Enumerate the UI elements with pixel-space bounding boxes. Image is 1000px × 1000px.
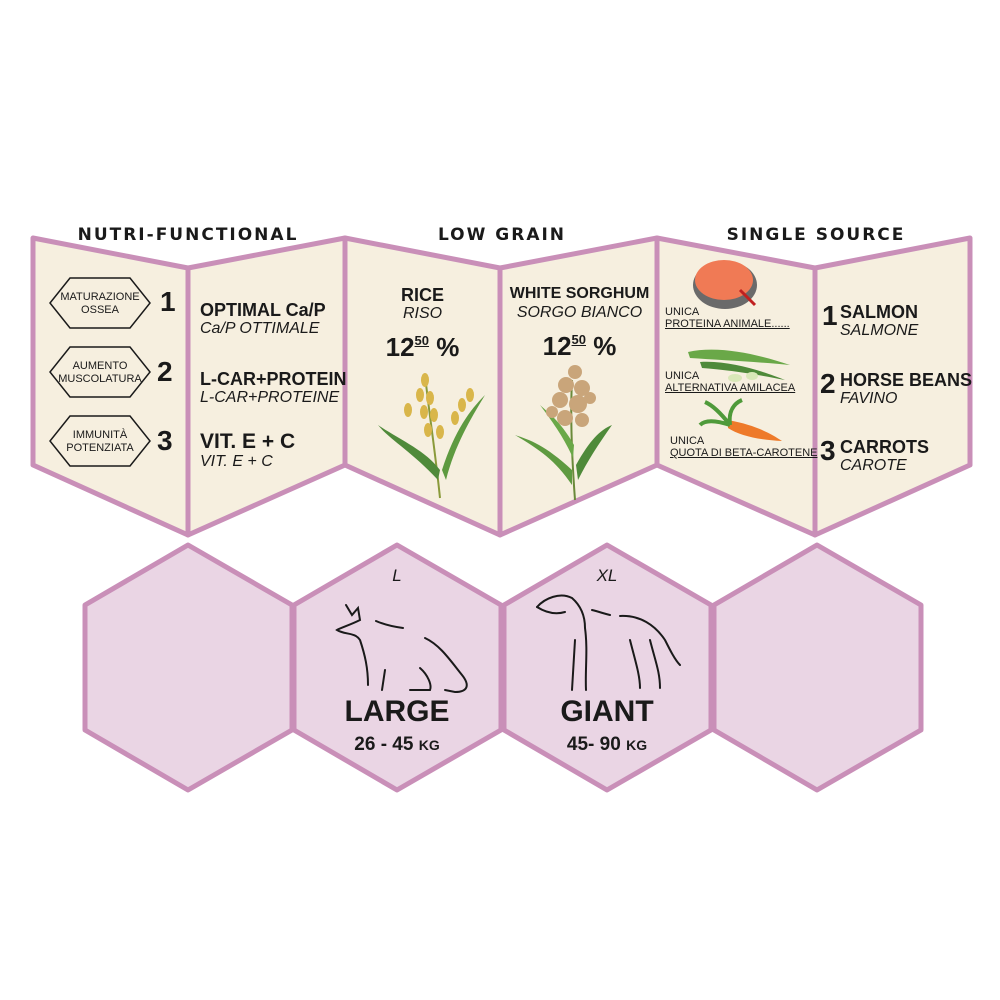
beans-icon [688, 349, 790, 382]
grain-percent: 1250 % [345, 332, 500, 363]
ingredient-en: SALMON [840, 302, 918, 322]
section-title-nutri-functional: NUTRI-FUNCTIONAL [77, 225, 299, 245]
badge-hex-2 [49, 346, 151, 398]
weight-range: 45- 90 [566, 734, 621, 755]
grain-sorghum: WHITE SORGHUM SORGO BIANCO 1250 % [502, 285, 657, 362]
size-code: L [392, 566, 402, 585]
size-name: LARGE [344, 695, 450, 728]
item-it: L-CAR+PROTEINE [200, 389, 340, 406]
percent-int: 12 [385, 332, 415, 362]
badge-label-line2: POTENZIATA [66, 442, 134, 454]
grain-it: SORGO BIANCO [516, 304, 643, 321]
unica-line1: UNICA [670, 435, 705, 447]
badge-number: 2 [157, 356, 173, 387]
badge-hex-3 [49, 415, 151, 467]
size-code: XL [596, 566, 618, 585]
grain-en: WHITE SORGHUM [509, 285, 650, 302]
sorghum-plant-icon [515, 365, 612, 501]
rice-plant-icon [378, 373, 485, 499]
grain-rice: RICE RISO 1250 % [345, 285, 500, 363]
item-it: Ca/P OTTIMALE [200, 320, 320, 337]
size-weight: 26 - 45 KG [297, 734, 497, 756]
item-en: VIT. E + C [200, 430, 296, 453]
badge-number: 3 [157, 425, 173, 456]
percent-unit: % [593, 331, 617, 361]
unica-line2: PROTEINA ANIMALE...... [665, 318, 790, 330]
item-it: VIT. E + C [200, 453, 273, 470]
badge-hex-1 [49, 277, 151, 329]
weight-unit: KG [626, 737, 648, 753]
item-en: L-CAR+PROTEIN [200, 369, 347, 389]
salmon-icon [693, 260, 757, 309]
ingredient-number: 2 [820, 368, 836, 399]
carrot-icon [698, 398, 782, 441]
ingredient-number: 1 [822, 300, 838, 331]
weight-unit: KG [418, 737, 440, 753]
percent-dec: 50 [571, 332, 587, 347]
ingredient-it: FAVINO [840, 390, 898, 407]
large-dog-icon [335, 604, 468, 694]
grain-en: RICE [400, 285, 444, 305]
section-title-low-grain: LOW GRAIN [437, 225, 567, 245]
badge-label-line1: MATURAZIONE [60, 291, 140, 303]
unica-line2: ALTERNATIVA AMILACEA [665, 382, 796, 394]
panel-3 [342, 235, 503, 538]
unica-line2: QUOTA DI BETA-CAROTENE [670, 447, 818, 459]
grain-percent: 1250 % [502, 331, 657, 362]
ingredient-en: CARROTS [840, 437, 929, 457]
ingredient-en: HORSE BEANS [840, 370, 973, 390]
hex-empty-left [82, 542, 295, 793]
size-weight: 45- 90 KG [507, 734, 707, 756]
ingredient-number: 3 [820, 435, 836, 466]
percent-dec: 50 [414, 333, 430, 348]
unica-line1: UNICA [665, 306, 700, 318]
item-en: OPTIMAL Ca/P [200, 300, 326, 320]
size-name: GIANT [560, 695, 654, 728]
hex-empty-right [711, 542, 924, 793]
weight-range: 26 - 45 [354, 734, 414, 755]
section-title-single-source: SINGLE SOURCE [726, 225, 906, 245]
badge-label-line2: OSSEA [81, 304, 119, 316]
badge-label-line1: IMMUNITÀ [72, 429, 128, 441]
percent-unit: % [436, 332, 460, 362]
badge-label-line2: MUSCOLATURA [58, 373, 142, 385]
badge-number: 1 [160, 286, 176, 317]
badge-label-line1: AUMENTO [72, 360, 128, 372]
ingredient-it: CAROTE [840, 457, 907, 474]
panel-6 [812, 235, 973, 538]
grain-it: RISO [402, 305, 443, 322]
giant-dog-icon [536, 594, 681, 691]
hex-giant [501, 542, 714, 793]
unica-line1: UNICA [665, 370, 700, 382]
ingredient-it: SALMONE [840, 322, 919, 339]
percent-int: 12 [542, 331, 572, 361]
